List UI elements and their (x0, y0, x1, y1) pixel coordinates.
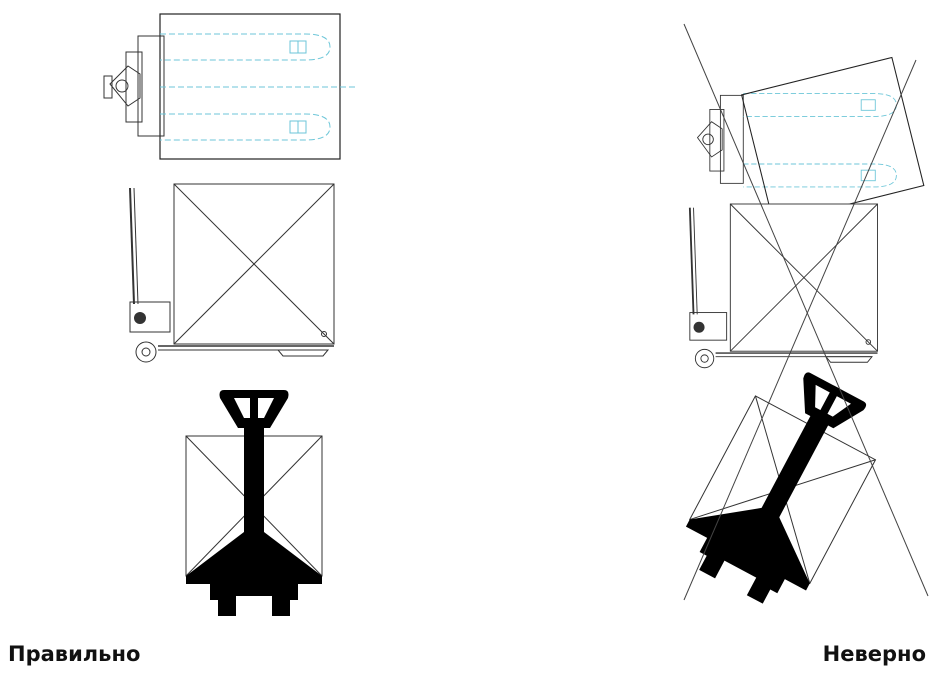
wrong-top-view (696, 56, 925, 224)
correct-top-view (103, 13, 359, 160)
cross-out-mark (683, 23, 929, 601)
caption-wrong: Неверно (822, 642, 926, 666)
wrong-silhouette (670, 354, 898, 620)
caption-correct: Правильно (8, 642, 141, 666)
wrong-side-view (688, 203, 879, 369)
correct-side-view (129, 183, 335, 363)
correct-silhouette (185, 389, 323, 617)
